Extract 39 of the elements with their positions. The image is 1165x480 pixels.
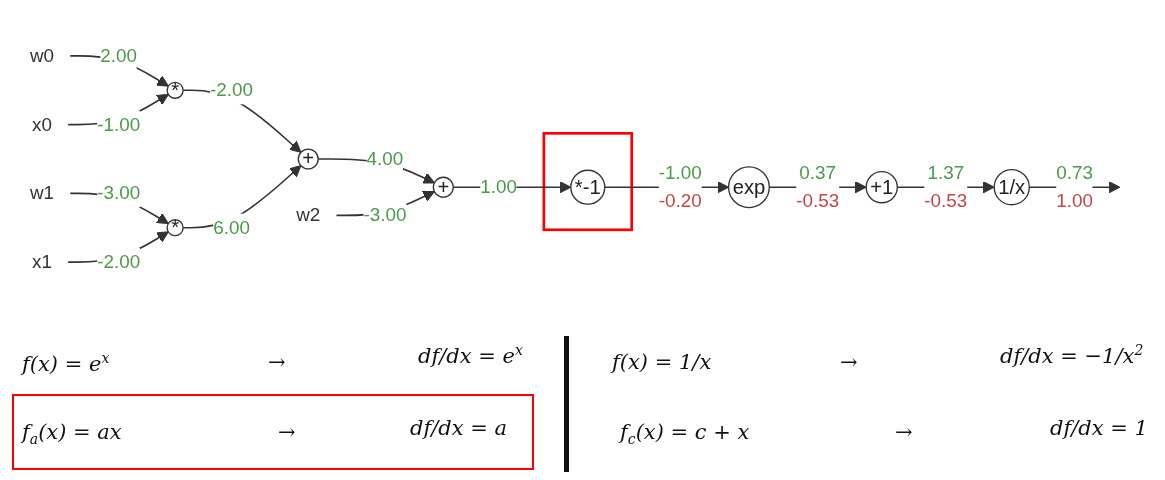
formula: → — [840, 350, 858, 374]
formula: → — [895, 420, 913, 444]
edge-label: 6.00 — [212, 216, 250, 238]
node-circle: 1/x — [993, 169, 1030, 206]
edge-label: 1.00 — [479, 175, 517, 198]
edge-label: 2.00 — [99, 44, 137, 67]
formula: df/dx = e$^{x}$ — [418, 342, 523, 368]
cluster — [542, 131, 633, 232]
node-circle: +1 — [865, 170, 898, 204]
edge-label: -3.00 — [96, 181, 140, 204]
formula: → — [268, 350, 286, 374]
formula: f$_{a}$(x) = ax — [22, 420, 122, 448]
node-text: w1 — [29, 181, 54, 204]
edge-label: 4.00 — [366, 147, 403, 170]
node-circle: *-1 — [569, 169, 605, 205]
formula: f(x) = 1/x — [612, 350, 712, 374]
edge-label: 0.37 -0.53 — [795, 161, 839, 212]
formula: df/dx = 1 — [1050, 416, 1148, 440]
formula: df/dx = −1/x$^{2}$ — [1000, 342, 1144, 368]
formula: f$_{c}$(x) = c + x — [620, 420, 750, 448]
formula: → — [278, 420, 296, 444]
formula: f(x) = e$^{x}$ — [22, 350, 110, 376]
node-text: x0 — [31, 113, 52, 135]
node-circle: + — [432, 176, 454, 198]
edge-label: 0.73 1.00 — [1055, 161, 1093, 212]
node-circle: + — [297, 148, 319, 170]
edge-label: -3.00 — [362, 203, 406, 226]
edge-label: -2.00 — [96, 250, 140, 273]
formula: df/dx = a — [410, 416, 508, 440]
edge-label: -1.00 — [96, 113, 140, 135]
edge-label: -1.00 -0.20 — [658, 161, 702, 212]
edge-label: 1.37 -0.53 — [923, 161, 967, 212]
node-circle: * — [165, 81, 184, 99]
node-text: x1 — [31, 250, 52, 273]
edge-label: -2.00 — [209, 78, 253, 101]
node-circle: exp — [727, 166, 770, 209]
node-circle: * — [165, 219, 184, 237]
node-text: w0 — [29, 44, 54, 67]
node-text: w2 — [295, 203, 320, 226]
